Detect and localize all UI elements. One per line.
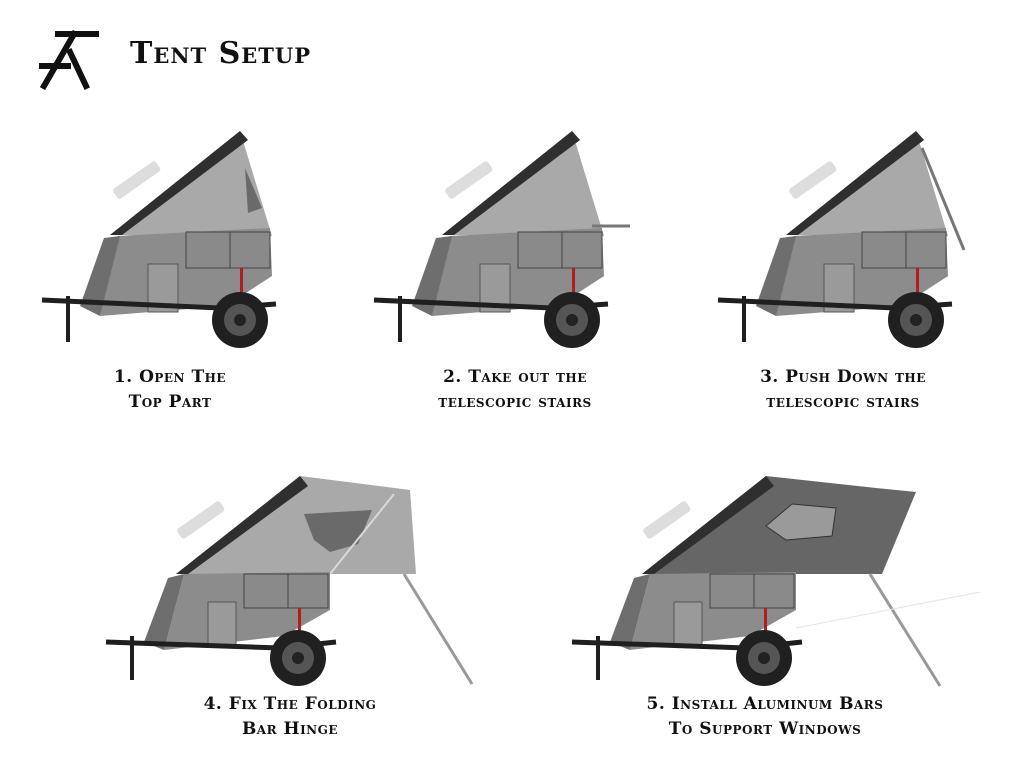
trailer-image	[717, 131, 966, 348]
trailer-image	[41, 131, 277, 348]
brand-logo-icon	[39, 29, 99, 91]
step-4-line-2: Bar Hinge	[241, 719, 339, 739]
step-1-line-2: Top Part	[128, 392, 212, 412]
step-3-line-1: 3. Push Down the	[760, 367, 926, 387]
step-1-line-1: 1. Open The	[113, 367, 227, 387]
step-4-caption: 4. Fix The Folding Bar Hinge	[180, 692, 400, 742]
step-5-illustration	[570, 474, 990, 694]
step-2-line-1: 2. Take out the	[443, 367, 587, 387]
step-1-caption: 1. Open The Top Part	[70, 365, 270, 415]
step-5-caption: 5. Install Aluminum Bars To Support Wind…	[630, 692, 900, 742]
step-5-line-2: To Support Windows	[668, 719, 862, 739]
trailer-image	[105, 476, 474, 686]
step-2-caption: 2. Take out the telescopic stairs	[405, 365, 625, 415]
step-3-illustration	[716, 128, 986, 358]
trailer-image	[571, 476, 981, 687]
step-4-line-1: 4. Fix The Folding	[203, 694, 377, 714]
step-5-line-1: 5. Install Aluminum Bars	[646, 694, 884, 714]
trailer-image	[373, 131, 630, 348]
step-1-illustration	[40, 128, 300, 358]
page-title: Tent Setup	[130, 36, 311, 71]
step-3-caption: 3. Push Down the telescopic stairs	[733, 365, 953, 415]
step-4-illustration	[104, 474, 484, 694]
step-2-illustration	[372, 128, 642, 358]
step-3-line-2: telescopic stairs	[766, 392, 920, 412]
step-2-line-2: telescopic stairs	[438, 392, 592, 412]
